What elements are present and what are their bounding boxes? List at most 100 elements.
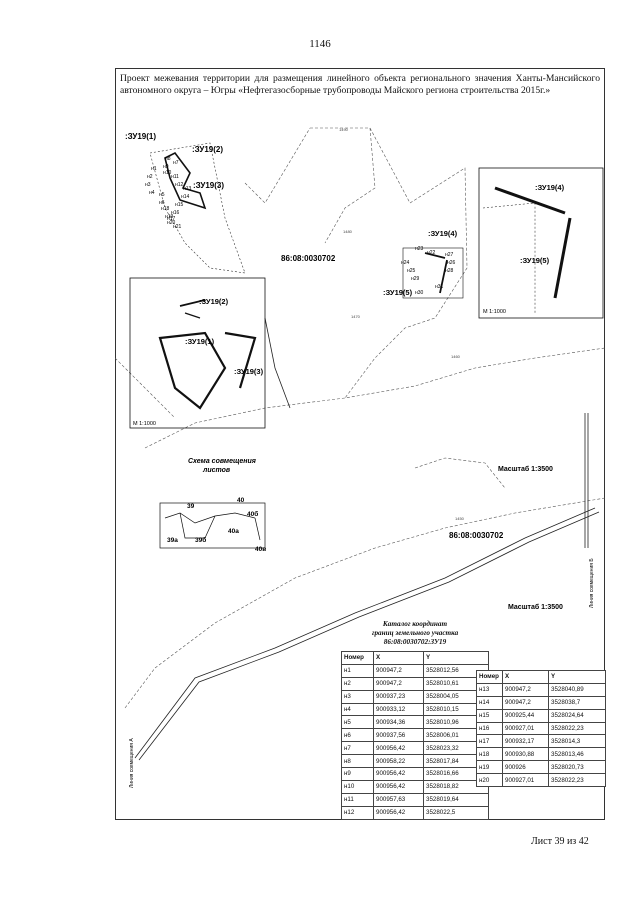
- scale-label-1: Масштаб 1:3500: [498, 465, 553, 473]
- point-label: н18: [161, 206, 170, 212]
- point-label: н15: [175, 202, 184, 208]
- point-label: н6: [159, 200, 165, 206]
- sheet-label-39a: 39а: [167, 537, 178, 544]
- coord-x: 900925,44: [502, 708, 549, 723]
- column-header-number: Номер: [341, 651, 374, 665]
- svg-text:1460: 1460: [451, 354, 461, 359]
- inset-left: [129, 277, 266, 429]
- coord-x: 900947,2: [502, 682, 549, 697]
- svg-text::ЗУ19(2): :ЗУ19(2): [199, 297, 229, 306]
- coord-y: 3528013,46: [548, 747, 606, 762]
- parcel-label-3a: :ЗУ19(3): [193, 181, 224, 190]
- sheet-label-40b: 40б: [247, 510, 258, 518]
- alignment-label-b: Линия совмещения Б: [589, 558, 595, 608]
- coord-x: 900937,56: [373, 728, 424, 743]
- sheet-label-39: 39: [187, 503, 195, 510]
- point-label: н13: [183, 186, 192, 192]
- point-number: н5: [341, 715, 374, 730]
- coord-y: 3528024,64: [548, 708, 606, 723]
- coord-x: 900926: [502, 760, 549, 775]
- svg-text::ЗУ19(4): :ЗУ19(4): [535, 183, 565, 192]
- page-number: 1146: [309, 38, 331, 50]
- column-header-number: Номер: [476, 670, 503, 684]
- parcel-area-4-5: [402, 247, 464, 299]
- coord-x: 900956,42: [373, 767, 424, 781]
- coord-x: 900957,63: [373, 792, 424, 807]
- coord-y: 3528022,23: [548, 773, 606, 788]
- point-number: н13: [476, 682, 503, 697]
- column-header-y: Y: [423, 651, 489, 665]
- sheet-label-40v: 40в: [255, 546, 266, 553]
- point-number: н12: [341, 805, 374, 820]
- point-label: н4: [149, 190, 155, 196]
- sheet-label-40a: 40а: [228, 528, 239, 535]
- point-label: н17: [167, 216, 176, 222]
- point-number: н20: [476, 773, 503, 788]
- sheet-label-39b: 39б: [195, 536, 206, 544]
- scale-label-2: Масштаб 1:3500: [508, 603, 563, 611]
- inset-scale-right: М 1:1000: [483, 309, 506, 315]
- sheet-counter: Лист 39 из 42: [531, 836, 589, 847]
- coord-y: 3528020,73: [548, 760, 606, 775]
- point-label: н24: [401, 260, 410, 266]
- coord-x: 900937,23: [373, 689, 424, 704]
- coord-x: 900947,2: [373, 676, 424, 691]
- coord-x: 900930,88: [502, 747, 549, 762]
- point-label: н21: [173, 224, 182, 230]
- project-title: Проект межевания территории для размещен…: [120, 73, 600, 96]
- point-number: н6: [341, 728, 374, 743]
- inset-right: [478, 167, 604, 319]
- coord-y: 3528022,23: [548, 721, 606, 736]
- point-number: н8: [341, 754, 374, 769]
- coord-x: 900956,42: [373, 805, 424, 820]
- point-label: н3: [145, 182, 151, 188]
- coord-y: 3528022,5: [423, 805, 489, 820]
- point-number: н15: [476, 708, 503, 723]
- point-label: н12: [175, 182, 184, 188]
- point-number: н4: [341, 702, 374, 717]
- svg-text::ЗУ19(3): :ЗУ19(3): [234, 367, 264, 376]
- point-number: н11: [341, 792, 374, 807]
- svg-text:1490: 1490: [339, 127, 349, 132]
- cadastral-map: :ЗУ19(1) :ЗУ19(2) :ЗУ19(3) 86:08:0030702…: [115, 127, 605, 788]
- point-label: н2: [147, 174, 153, 180]
- point-number: н1: [341, 663, 374, 678]
- svg-text::ЗУ19(4): :ЗУ19(4): [428, 229, 458, 238]
- point-label: н16: [171, 210, 180, 216]
- coord-x: 900927,01: [502, 773, 549, 788]
- coord-x: 900947,2: [373, 663, 424, 678]
- road-lines: [134, 317, 600, 761]
- coord-x: 900958,22: [373, 754, 424, 769]
- point-label: н23: [415, 246, 424, 252]
- point-number: н18: [476, 747, 503, 762]
- survey-lines: [115, 127, 605, 709]
- svg-text:1480: 1480: [343, 229, 353, 234]
- svg-text::ЗУ19(5): :ЗУ19(5): [520, 256, 550, 265]
- cadastral-block-label-1: 86:08:0030702: [281, 254, 336, 263]
- coord-x: 900933,12: [373, 702, 424, 717]
- point-label: н8: [165, 156, 171, 162]
- sheet-scheme: [159, 502, 266, 549]
- svg-text::ЗУ19(1): :ЗУ19(1): [185, 337, 215, 346]
- point-number: н7: [341, 741, 374, 756]
- coord-y: 3528014,3: [548, 734, 606, 749]
- point-label: н31: [435, 284, 444, 290]
- point-label: н30: [415, 290, 424, 296]
- coord-x: 900956,42: [373, 779, 424, 794]
- parcel-area-1: [149, 142, 246, 274]
